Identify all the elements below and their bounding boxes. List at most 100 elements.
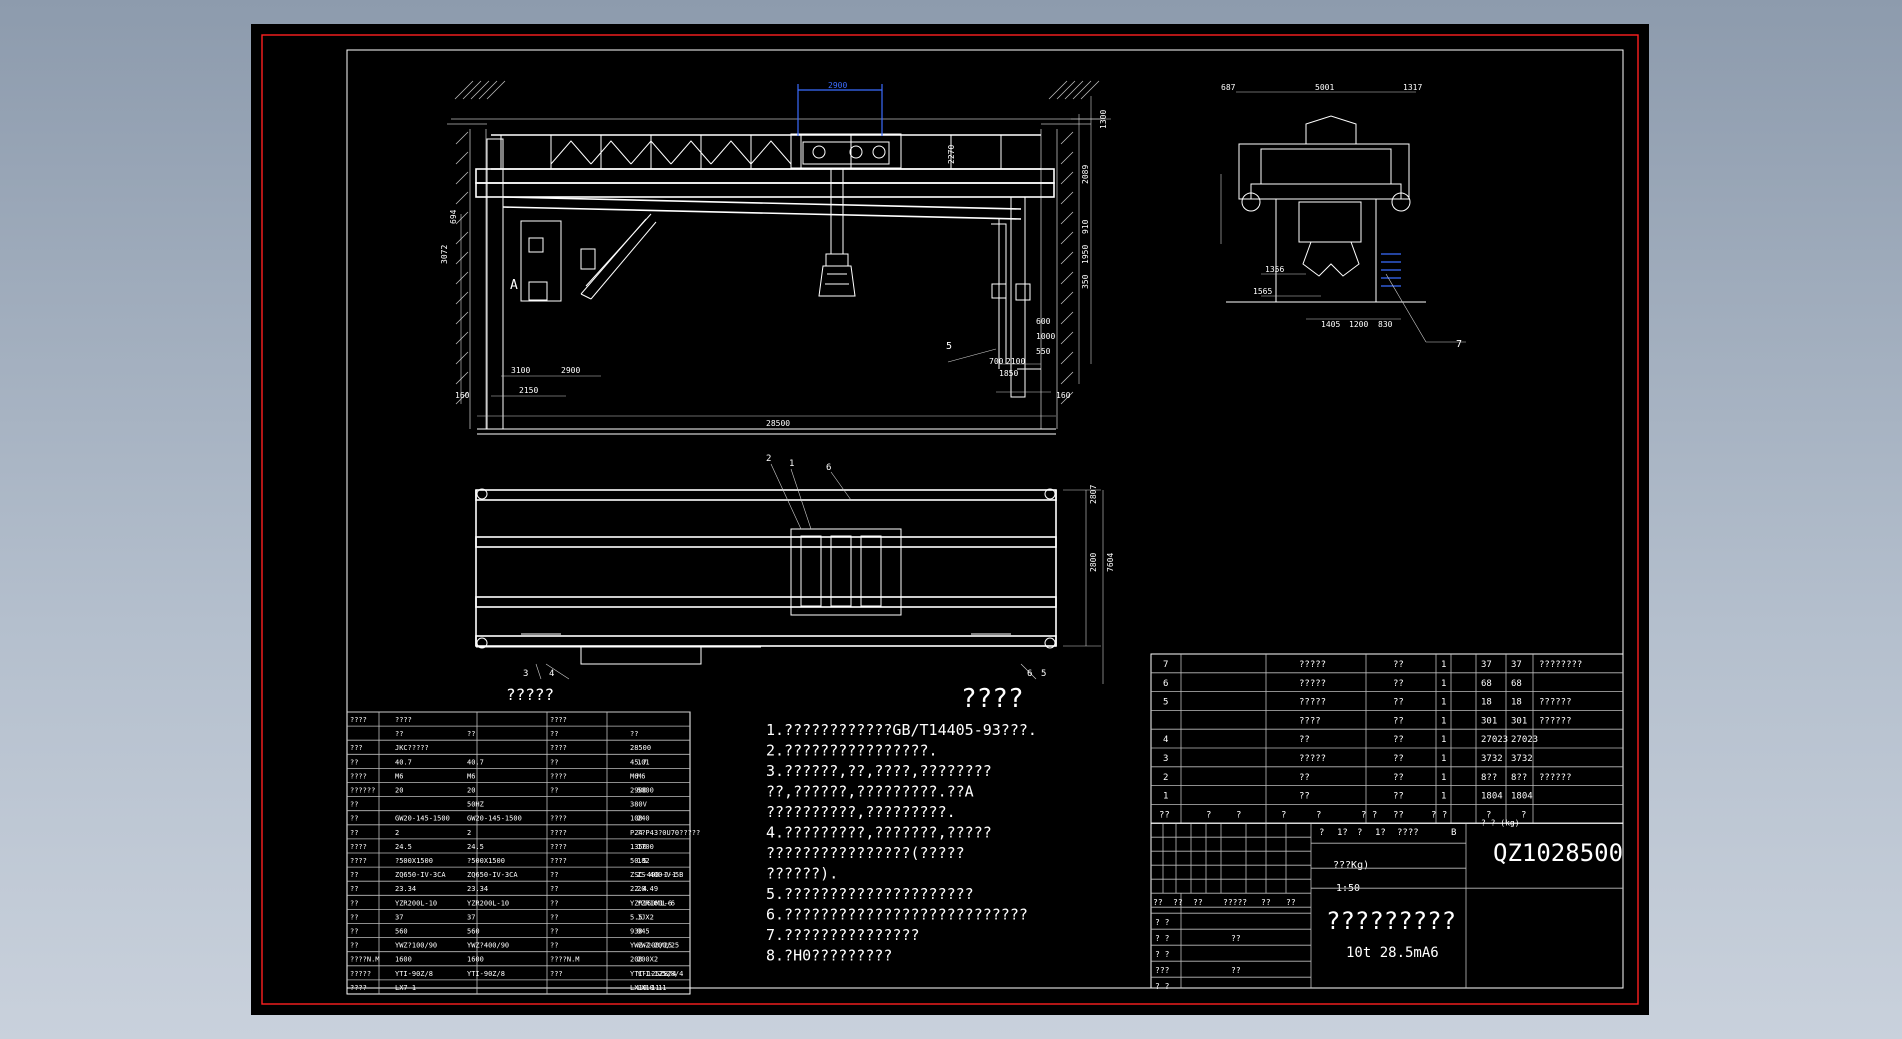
spec-cell: 240 [637,815,650,823]
spec-cell: YTI-125Z8/4 [637,970,683,978]
plan-view: 2 1 6 2807 2800 7604 3 4 6 5 ????? [475,454,1115,704]
parts-cell: ?? [1299,773,1310,783]
parts-cell: 1 [1441,773,1446,783]
parts-cell: ???????? [1539,660,1582,670]
parts-cell: 8?? [1481,773,1497,783]
spec-cell: ???? [350,772,367,780]
spec-cell: 22.4 [630,885,647,893]
spec-cell: ???? [350,857,367,865]
parts-cell: ????? [1299,679,1326,689]
parts-cell: ?? [1393,716,1404,726]
parts-cell: 1804 [1511,792,1533,802]
spec-cell: ????N.M [550,956,580,964]
parts-cell: 301 [1481,716,1497,726]
note-line: ??????). [766,865,838,883]
spec-cell: YWZ?400/90 [467,942,509,950]
spec-cell: ???? [550,815,567,823]
parts-cell: ?? [1299,792,1310,802]
elev-dim-550: 550 [1036,347,1051,356]
parts-cell: ?? [1299,735,1310,745]
spec-cell: JKC????? [395,744,429,752]
elev-dim-694: 694 [449,209,458,224]
sign-label: ?? [1193,898,1203,907]
title-small-label: ?? [1231,966,1241,975]
spec-cell: YTI-90Z/8 [395,970,433,978]
sign-label: ?? [1261,898,1271,907]
parts-cell: 6 [1163,679,1168,689]
parts-cell: 1 [1441,660,1446,670]
note-line: 4.?????????,???????,????? [766,824,992,842]
spec-cell: 20 [395,787,403,795]
elev-dim-span: 28500 [766,419,790,428]
sign-label: ?? [1153,898,1163,907]
spec-cell: ?? [350,913,358,921]
title-row-label: ? ? [1155,982,1170,991]
parts-header-cell: ? [1521,810,1526,820]
parts-cell: 7 [1163,660,1168,670]
side-dim-1565: 1565 [1253,287,1272,296]
spec-cell: ???? [350,843,367,851]
spec-cell: ???? [550,744,567,752]
spec-cell: 24.5 [395,843,412,851]
parts-cell: 3732 [1481,754,1503,764]
note-line: 3.??????,??,????,???????? [766,762,992,780]
spec-cell: 1700 [637,843,654,851]
note-line: 5.????????????????????? [766,885,974,903]
spec-cell: 23.34 [395,885,416,893]
technical-notes: ???? 1.????????????GB/T14405-93???.2.???… [766,684,1037,965]
plan-callout-4: 4 [549,669,554,679]
elev-dim-700: 700 [989,357,1004,366]
spec-cell: 1600 [395,956,412,964]
inner-frame [346,49,1624,989]
spec-cell: ?? [550,730,558,738]
spec-cell: ?? [550,885,558,893]
spec-cell: 40.7 [467,758,484,766]
parts-cell: 1 [1441,716,1446,726]
spec-cell: 37 [467,913,475,921]
spec-cell: ?? [550,899,558,907]
plan-dim-2807-top: 2807 [1089,485,1098,504]
spec-cell: ?? [350,871,358,879]
spec-cell: 2 [467,829,471,837]
side-dim-5001: 5001 [1315,83,1334,92]
elev-dim-3100: 3100 [511,366,530,375]
plan-callout-6: 6 [1027,669,1032,679]
elev-dim-2270: 2270 [947,145,956,164]
parts-cell: 301 [1511,716,1527,726]
parts-cell: ???? [1299,716,1321,726]
spec-cell: ZQ650-IV-3CA [395,871,446,879]
spec-cell: ?? [350,758,358,766]
spec-cell: 40.7 [395,758,412,766]
spec-cell: 1600 [467,956,484,964]
parts-header-cell: ? ? [1361,810,1377,820]
spec-cell: 20.49 [637,885,658,893]
parts-cell: 1 [1441,754,1446,764]
spec-cell: 1350 [630,843,647,851]
parts-header-cell: ? [1236,810,1241,820]
spec-cell: ?? [550,871,558,879]
spec-cell: LX10-11 [630,984,660,992]
spec-cell: P24 [630,829,643,837]
spec-cell: YZR200L-10 [467,899,509,907]
spec-cell: 200X2 [637,956,658,964]
spec-cell: 28500 [630,744,651,752]
sign-label: ?? [1173,898,1183,907]
spec-cell: 50.5 [630,857,647,865]
parts-cell: ?? [1393,773,1404,783]
parts-cell: 3732 [1511,754,1533,764]
spec-cell: 37 [395,913,403,921]
title-mark: ? [1319,828,1324,838]
note-line: 1.????????????GB/T14405-93???. [766,721,1037,739]
spec-cell: ZS-400-V-5B [637,871,683,879]
parts-cell: 1 [1441,792,1446,802]
elev-dim-1950: 1950 [1081,245,1090,264]
parts-cell: ?????? [1539,698,1572,708]
plan-callout-1: 1 [789,459,794,469]
spec-cell: ZSC-400-I-1 [630,871,676,879]
parts-cell: ?? [1393,698,1404,708]
spec-cell: ?? [550,913,558,921]
note-line: 7.??????????????? [766,926,920,944]
elevation-view: 2900 28500 2150 2900 3100 3072 694 1850 … [440,80,1111,435]
parts-cell: ?????? [1539,716,1572,726]
parts-cell: ?? [1393,754,1404,764]
